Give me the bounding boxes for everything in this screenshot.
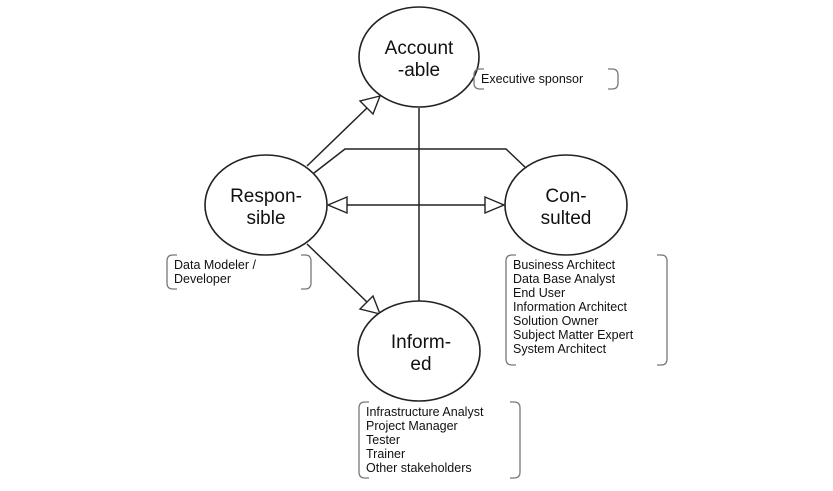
note-line: Other stakeholders bbox=[366, 461, 472, 475]
note-line: Project Manager bbox=[366, 419, 458, 433]
right-bracket bbox=[301, 254, 312, 290]
responsible-to-accountable-arrow bbox=[306, 106, 369, 167]
right-bracket bbox=[510, 401, 521, 479]
arrowhead-icon bbox=[358, 294, 382, 316]
note-line: Infrastructure Analyst bbox=[366, 405, 484, 419]
node-label: Account bbox=[385, 38, 454, 59]
note-line: System Architect bbox=[513, 342, 607, 356]
node-label: ed bbox=[410, 354, 431, 375]
note-line: Executive sponsor bbox=[481, 72, 583, 86]
left-bracket bbox=[166, 254, 177, 290]
node-consulted: Con- sulted bbox=[504, 154, 628, 256]
note-line: Information Architect bbox=[513, 300, 627, 314]
node-label: sulted bbox=[541, 208, 592, 229]
note-line: Subject Matter Expert bbox=[513, 328, 634, 342]
node-label: -able bbox=[398, 60, 440, 81]
note-line: Trainer bbox=[366, 447, 405, 461]
node-informed: Inform- ed bbox=[357, 300, 481, 402]
note-line: Developer bbox=[174, 272, 231, 286]
node-responsible: Respon- sible bbox=[204, 154, 328, 256]
note-line: Data Base Analyst bbox=[513, 272, 616, 286]
note-line: Solution Owner bbox=[513, 314, 598, 328]
arrowhead-icon bbox=[484, 195, 506, 215]
left-bracket bbox=[358, 401, 369, 479]
arrowhead-icon bbox=[358, 94, 382, 116]
left-bracket bbox=[473, 68, 484, 90]
responsible-to-informed-arrow bbox=[306, 243, 369, 304]
right-bracket bbox=[608, 68, 619, 90]
node-label: Con- bbox=[545, 186, 586, 207]
right-bracket bbox=[657, 254, 668, 366]
node-label: Respon- bbox=[230, 186, 302, 207]
note-line: Tester bbox=[366, 433, 400, 447]
note-line: Data Modeler / bbox=[174, 258, 257, 272]
note-line: Business Architect bbox=[513, 258, 616, 272]
note-accountable: Executive sponsor bbox=[473, 68, 619, 90]
left-bracket bbox=[505, 254, 516, 366]
node-label: Inform- bbox=[391, 332, 451, 353]
responsible-consulted-connector bbox=[313, 148, 527, 174]
node-accountable: Account -able bbox=[358, 6, 480, 108]
node-label: sible bbox=[246, 208, 285, 229]
note-line: End User bbox=[513, 286, 565, 300]
note-responsible: Data Modeler /Developer bbox=[166, 254, 312, 290]
arrowhead-icon bbox=[326, 195, 348, 215]
